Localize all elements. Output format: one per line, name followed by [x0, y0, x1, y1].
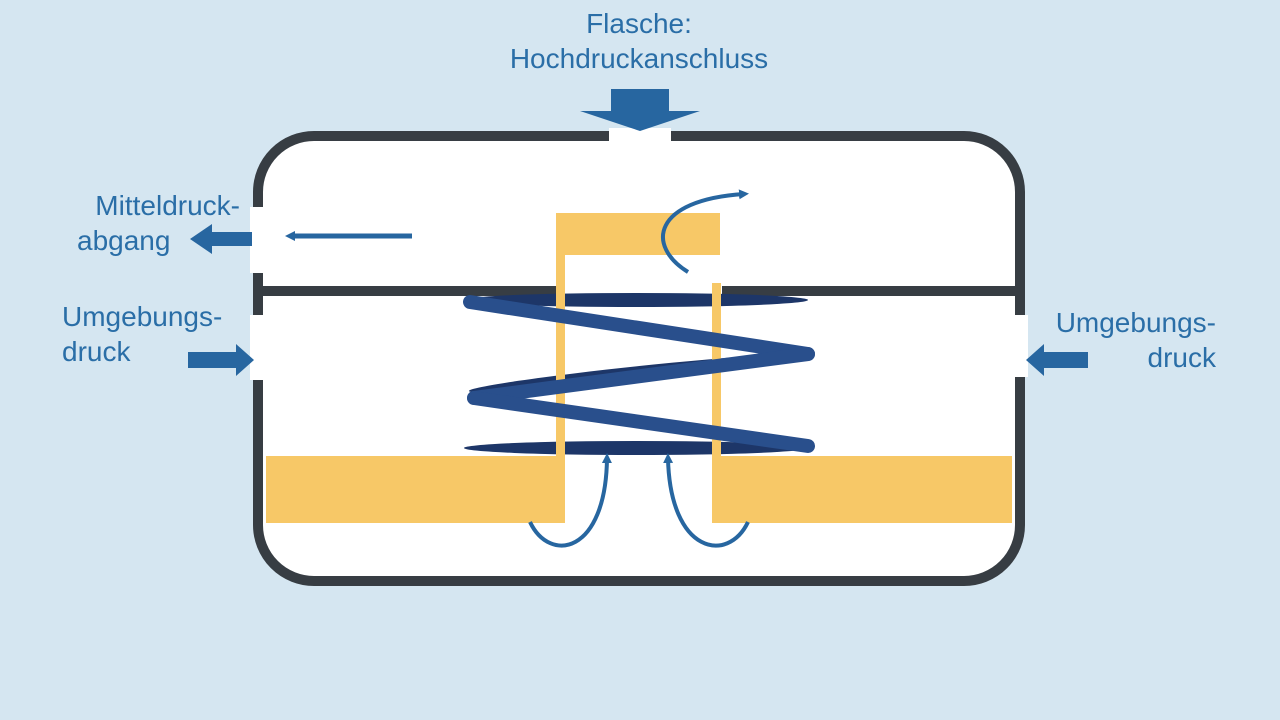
spring-coil-back: [464, 293, 808, 307]
curved-flow-arrow-top: [661, 189, 749, 274]
piston-base-right: [716, 456, 1012, 523]
ambient-pressure-right-arrow: [1026, 344, 1088, 376]
spring-coil-front: [463, 295, 815, 361]
curved-flow-arrow-bottom-right: [663, 453, 750, 548]
ambient-pressure-right-label: Umgebungs- druck: [1055, 307, 1216, 373]
ambient-port-right-opening: [1012, 315, 1028, 377]
ambient-port-left-opening: [250, 315, 266, 380]
spring-coil-front: [467, 391, 815, 453]
spring-coil-back: [464, 441, 808, 455]
piston-stem-right: [712, 283, 721, 523]
high-pressure-inlet-arrow: [580, 89, 700, 131]
curved-flow-arrow-bottom-left: [528, 453, 612, 548]
ambient-pressure-left-label: Umgebungs- druck: [62, 301, 223, 367]
piston-top-plate: [556, 213, 720, 255]
ambient-pressure-left-arrow: [188, 344, 254, 376]
high-pressure-port-opening: [609, 128, 671, 144]
medium-pressure-outlet-label: Mitteldruck- abgang: [77, 190, 240, 256]
high-pressure-connection-label: Flasche: Hochdruckanschluss: [509, 8, 769, 74]
medium-pressure-port-opening: [250, 207, 266, 273]
spring-coil-front: [467, 347, 815, 405]
piston-base-left: [266, 456, 562, 523]
medium-pressure-outlet-arrow: [190, 224, 252, 254]
